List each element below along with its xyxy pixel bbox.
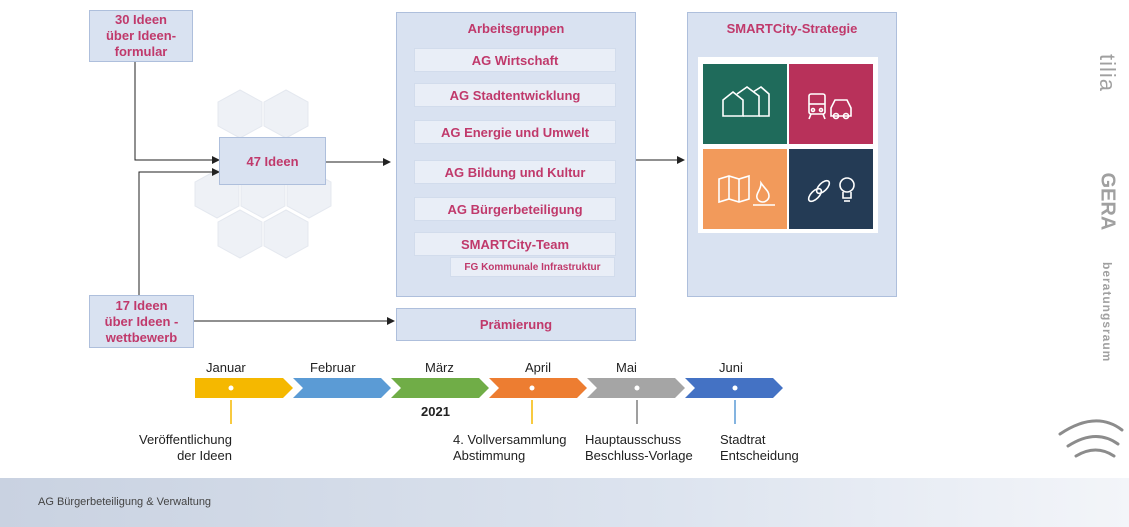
working-groups-title: Arbeitsgruppen xyxy=(467,21,565,36)
timeline-dot xyxy=(228,385,234,391)
event-committee: Hauptausschuss Beschluss-Vorlage xyxy=(585,432,693,463)
ideas-competition-label: 17 Ideen über Ideen - wettbewerb xyxy=(104,297,179,345)
timeline-segment xyxy=(489,378,587,398)
timeline-dot xyxy=(634,385,640,391)
timeline-dot xyxy=(732,385,738,391)
timeline-dot xyxy=(529,385,535,391)
month-label: April xyxy=(525,360,552,375)
timeline-segment xyxy=(195,378,293,398)
event-publication: Veröffentlichung der Ideen xyxy=(139,432,232,463)
month-label: Mai xyxy=(616,360,637,375)
working-group-item: AG Energie und Umwelt xyxy=(414,120,616,144)
ideas-form-label: 30 Ideen über Ideen- formular xyxy=(105,12,177,59)
footer-text: AG Bürgerbeteiligung & Verwaltung xyxy=(38,496,212,508)
working-group-item: SMARTCity-Team xyxy=(414,232,616,256)
timeline-segment xyxy=(391,378,489,398)
strategy-tile-mobility xyxy=(789,64,873,144)
strategy-tile-environment xyxy=(703,149,787,229)
timeline-year: 2021 xyxy=(421,404,450,419)
event-council: Stadtrat Entscheidung xyxy=(720,432,799,463)
footer-bar: AG Bürgerbeteiligung & Verwaltung xyxy=(0,478,1129,527)
working-group-item: AG Stadtentwicklung xyxy=(414,83,616,107)
ideas-total-label: 47 Ideen xyxy=(246,153,299,169)
map-energy-icon xyxy=(718,174,775,206)
working-group-subteam: FG Kommunale Infrastruktur xyxy=(450,257,615,277)
award-label: Prämierung xyxy=(479,317,553,332)
link-idea-icon xyxy=(807,177,855,203)
month-label: März xyxy=(425,360,454,375)
buildings-icon xyxy=(722,86,770,117)
event-assembly: 4. Vollversammlung Abstimmung xyxy=(453,432,567,463)
ideas-total-box: 47 Ideen xyxy=(219,137,326,185)
working-group-item: AG Wirtschaft xyxy=(414,48,616,72)
strategy-title: SMARTCity-Strategie xyxy=(726,21,858,36)
ideas-form-box: 30 Ideen über Ideen- formular xyxy=(89,10,193,62)
ideas-competition-box: 17 Ideen über Ideen - wettbewerb xyxy=(89,295,194,348)
working-group-item: AG Bildung und Kultur xyxy=(414,160,616,184)
award-box: Prämierung xyxy=(396,308,636,341)
strategy-tile-buildings xyxy=(703,64,787,144)
timeline-segment xyxy=(293,378,391,398)
month-label: Juni xyxy=(719,360,743,375)
month-label: Februar xyxy=(310,360,356,375)
strategy-tile-digital xyxy=(789,149,873,229)
working-group-item: AG Bürgerbeteiligung xyxy=(414,197,616,221)
mobility-icon xyxy=(808,93,852,120)
month-label: Januar xyxy=(206,360,246,375)
